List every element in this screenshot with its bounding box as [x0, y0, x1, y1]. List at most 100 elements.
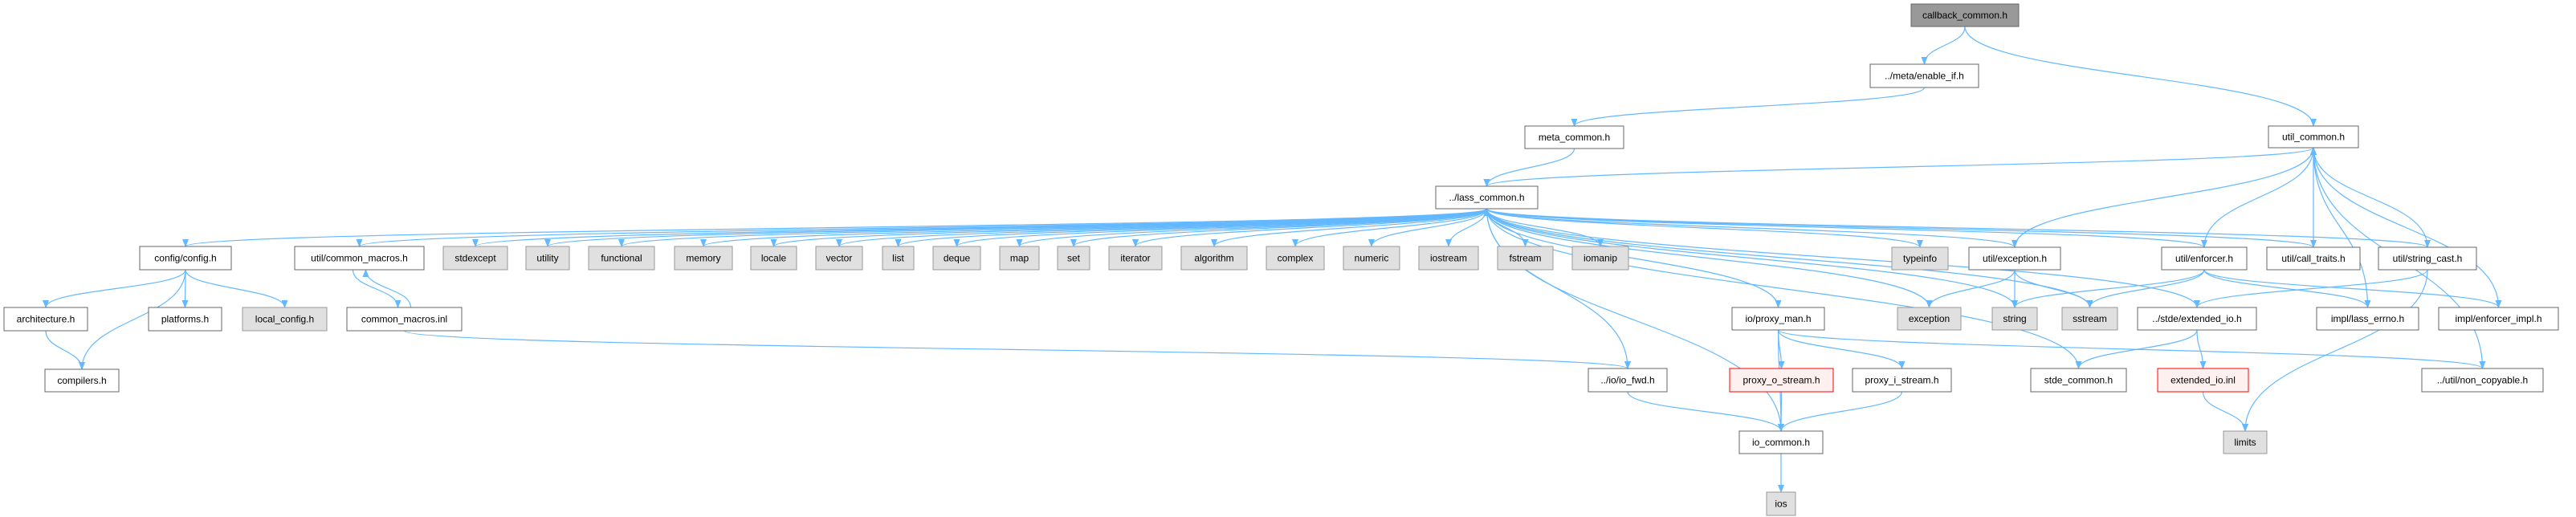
- graph-node-vector: vector: [815, 246, 863, 271]
- edge-lass_common-to-typeinfo: [1486, 208, 1923, 248]
- node-label: sstream: [2073, 313, 2107, 324]
- edge-util_enforcer-to-sstream: [2086, 269, 2205, 308]
- node-box: [2137, 307, 2257, 331]
- node-box: [294, 246, 425, 271]
- edge-io_fwd-to-io_common: [1627, 391, 1784, 432]
- node-box: [1968, 246, 2061, 271]
- edge-meta_common-to-lass_common: [1483, 148, 1575, 187]
- node-box: [1266, 246, 1325, 271]
- edge-lass_common-to-util_string_cast: [1486, 208, 2431, 248]
- node-label: ../util/non_copyable.h: [2437, 375, 2528, 386]
- graph-node-lass-errno[interactable]: impl/lass_errno.h: [2316, 307, 2419, 331]
- graph-node-lass-common[interactable]: ../lass_common.h: [1435, 185, 1539, 210]
- graph-node-common-macros-inl[interactable]: common_macros.inl: [346, 307, 463, 332]
- graph-node-util-call-traits[interactable]: util/call_traits.h: [2266, 246, 2361, 271]
- node-box: [750, 246, 797, 271]
- node-box: [3, 307, 88, 332]
- edge-util_string_cast-to-extended_io_h: [2194, 269, 2428, 308]
- graph-node-extended-io-h[interactable]: ../stde/extended_io.h: [2137, 307, 2257, 331]
- node-label: util/enforcer.h: [2175, 253, 2233, 264]
- node-box: [2421, 368, 2544, 393]
- node-box: [1897, 307, 1962, 331]
- node-box: [1571, 246, 1629, 271]
- graph-node-util-string-cast[interactable]: util/string_cast.h: [2378, 246, 2477, 271]
- edge-proxy_man-to-proxy_i: [1777, 329, 1906, 369]
- node-box: [525, 246, 570, 271]
- graph-node-io-common[interactable]: io_common.h: [1738, 430, 1824, 454]
- node-label: exception: [1909, 313, 1950, 324]
- graph-node-ios: ios: [1766, 491, 1796, 516]
- edge-lass_common-to-sstream: [1486, 208, 2093, 308]
- edge-util_exception-to-sstream: [2014, 269, 2093, 308]
- node-label: callback_common.h: [1922, 10, 2007, 21]
- graph-node-io-fwd[interactable]: ../io/io_fwd.h: [1588, 368, 1668, 393]
- graph-node-non-copyable[interactable]: ../util/non_copyable.h: [2421, 368, 2544, 393]
- edge-lass_common-to-algorithm: [1211, 208, 1488, 247]
- node-label: algorithm: [1194, 253, 1233, 264]
- graph-node-util-enforcer[interactable]: util/enforcer.h: [2161, 246, 2248, 271]
- edge-extended_io_inl-to-limits: [2202, 391, 2248, 432]
- graph-node-proxy-i[interactable]: proxy_i_stream.h: [1852, 368, 1952, 393]
- edge-lass_common-to-iomanip: [1486, 208, 1604, 247]
- node-label: stde_common.h: [2044, 375, 2113, 386]
- node-label: proxy_i_stream.h: [1865, 375, 1938, 386]
- graph-node-enable-if[interactable]: ../meta/enable_if.h: [1869, 63, 1979, 88]
- node-label: ../stde/extended_io.h: [2152, 313, 2241, 324]
- node-box: [2157, 368, 2249, 393]
- graph-node-stde-common[interactable]: stde_common.h: [2030, 368, 2127, 393]
- node-box: [2161, 246, 2248, 271]
- edge-lass_common-to-string: [1486, 208, 2018, 308]
- graph-node-limits: limits: [2223, 430, 2268, 454]
- node-box: [1057, 246, 1090, 271]
- graph-node-utility: utility: [525, 246, 570, 271]
- edge-callback-to-util_common: [1964, 26, 2317, 127]
- node-label: map: [1010, 253, 1029, 264]
- graph-node-compilers[interactable]: compilers.h: [44, 368, 120, 393]
- edge-lass_common-to-numeric: [1368, 208, 1488, 247]
- graph-node-util-exception[interactable]: util/exception.h: [1968, 246, 2061, 271]
- edge-extended_io_h-to-extended_io_inl: [2196, 329, 2207, 369]
- node-label: util_common.h: [2282, 132, 2345, 143]
- node-label: iomanip: [1584, 253, 1617, 264]
- node-label: io/proxy_man.h: [1745, 313, 1811, 324]
- node-box: [1852, 368, 1952, 393]
- graph-node-iomanip: iomanip: [1571, 246, 1629, 271]
- node-box: [1869, 63, 1979, 88]
- node-label: set: [1067, 253, 1081, 264]
- graph-node-platforms[interactable]: platforms.h: [148, 307, 222, 332]
- node-box: [1524, 125, 1624, 149]
- edge-common_macros_inl-to-io_fwd: [403, 330, 1631, 369]
- node-label: string: [2003, 313, 2026, 324]
- node-box: [1891, 246, 1949, 271]
- edge-extended_io_h-to-stde_common: [2075, 329, 2198, 369]
- node-box: [674, 246, 733, 271]
- node-label: limits: [2234, 437, 2256, 448]
- edge-common_macros_h-to-common_macros_inl: [352, 269, 401, 308]
- edge-lass_common-to-complex: [1292, 208, 1488, 247]
- node-label: locale: [761, 253, 787, 264]
- edge-enforcer_impl-to-util_common: [2310, 147, 2500, 308]
- edge-lass_common-to-locale: [770, 208, 1488, 247]
- graph-node-proxy-o[interactable]: proxy_o_stream.h: [1729, 368, 1834, 393]
- node-box: [1180, 246, 1248, 271]
- graph-node-enforcer-impl[interactable]: impl/enforcer_impl.h: [2438, 307, 2559, 331]
- node-label: io_common.h: [1752, 437, 1810, 448]
- edge-config-to-compilers: [79, 269, 186, 370]
- graph-node-architecture[interactable]: architecture.h: [3, 307, 88, 332]
- node-label: vector: [826, 253, 853, 264]
- node-box: [1729, 368, 1834, 393]
- node-box: [2266, 246, 2361, 271]
- node-box: [815, 246, 863, 271]
- edge-lass_common-to-proxy_man: [1486, 208, 1782, 308]
- graph-node-config[interactable]: config/config.h: [139, 246, 232, 271]
- edge-util_exception-to-util_common: [2014, 147, 2317, 248]
- graph-node-common-macros-h[interactable]: util/common_macros.h: [294, 246, 425, 271]
- graph-node-meta-common[interactable]: meta_common.h: [1524, 125, 1624, 149]
- graph-node-exception: exception: [1897, 307, 1962, 331]
- graph-node-util-common[interactable]: util_common.h: [2268, 125, 2359, 149]
- node-box: [932, 246, 981, 271]
- node-box: [1497, 246, 1554, 271]
- graph-node-extended-io-inl[interactable]: extended_io.inl: [2157, 368, 2249, 393]
- edge-lass_common-to-stdexcept: [472, 208, 1488, 247]
- graph-node-proxy-man[interactable]: io/proxy_man.h: [1731, 307, 1825, 331]
